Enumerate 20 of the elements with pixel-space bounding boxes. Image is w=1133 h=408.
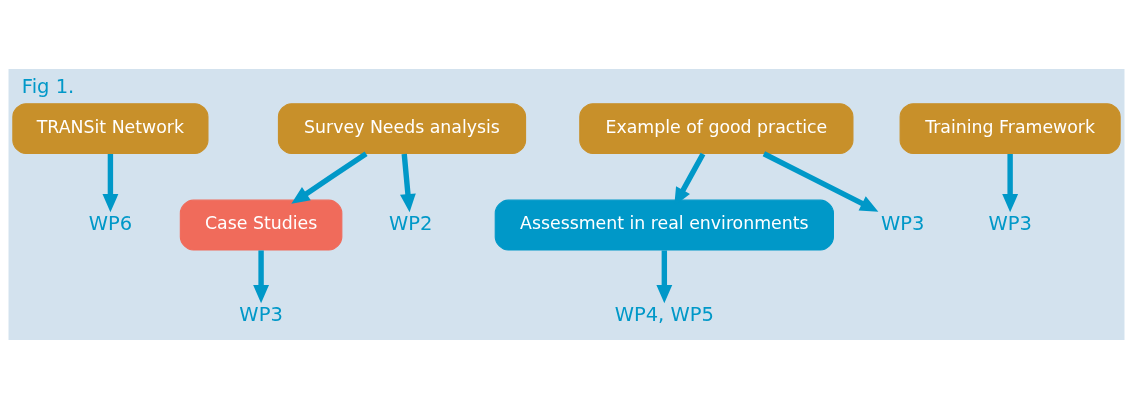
node-text: WP3 [988,211,1032,235]
node-text: WP2 [388,211,433,235]
arrow [1002,153,1019,212]
node-box: Example of good practice [579,102,854,154]
node-box: TRANSit Network [12,102,209,154]
node-box: Training Framework [899,102,1121,154]
arrow [400,153,416,212]
arrow [291,151,368,204]
node-text: WP4, WP5 [614,302,714,326]
node-text: WP6 [88,211,133,235]
arrow [102,153,119,212]
node-text: WP3 [881,211,925,235]
node-text: WP3 [239,302,283,326]
node-box: Survey Needs analysis [277,102,527,154]
arrow [656,249,673,303]
arrow [253,249,270,303]
node-box: Assessment in real environments [494,199,834,251]
node-box: Case Studies [179,199,343,251]
diagram-title: Fig 1. [21,74,75,98]
arrow [762,150,879,212]
